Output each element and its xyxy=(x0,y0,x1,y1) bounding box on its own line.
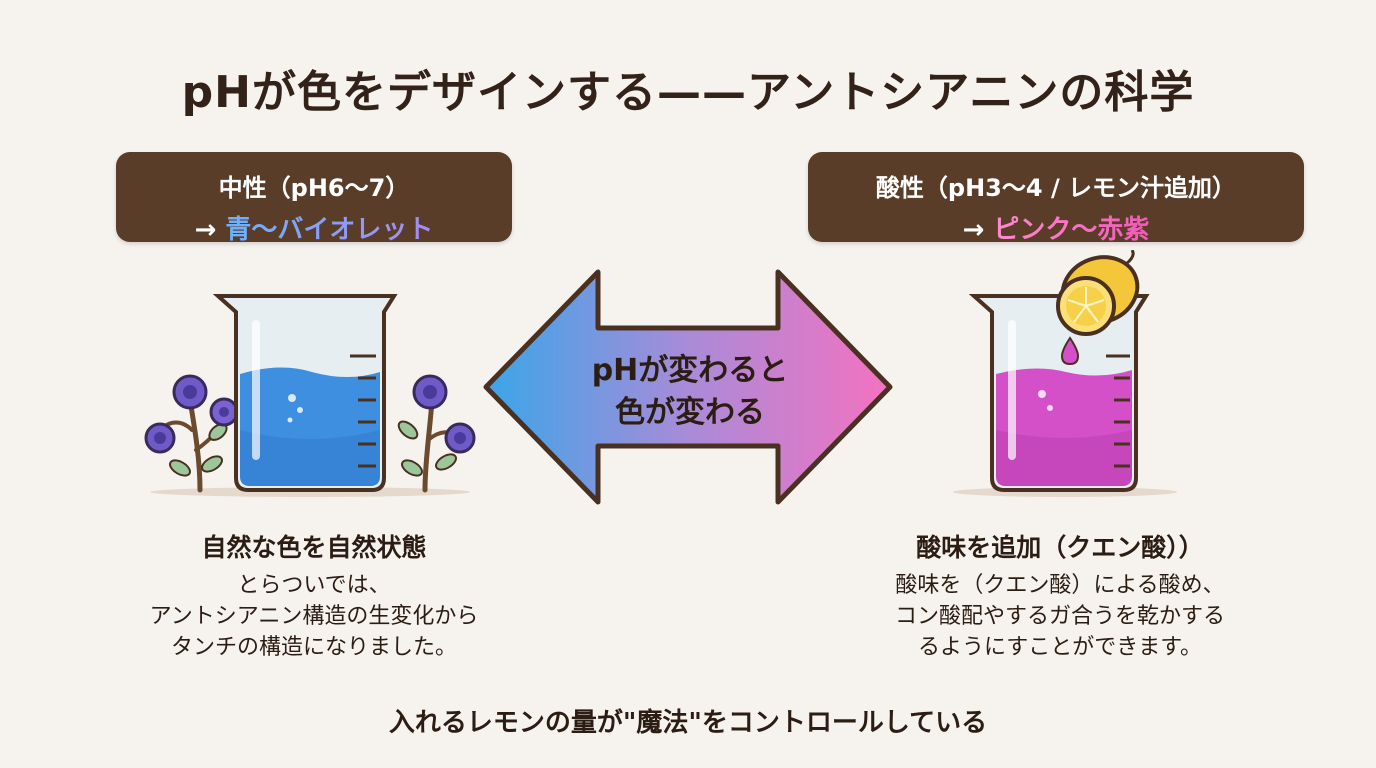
description-line: 酸味を（クエン酸）による酸め、 xyxy=(895,573,1225,598)
page-title: pHが色をデザインする——アントシアニンの科学 xyxy=(181,67,1195,118)
acidic-description-body: 酸味を（クエン酸）による酸め、 コン酸配やするガ合うを乾かする るようにすことが… xyxy=(830,570,1290,663)
description-line: タンチの構造になりました。 xyxy=(170,635,457,660)
footer-caption: 入れるレモンの量が"魔法"をコントロールしている xyxy=(388,708,988,738)
arrow-caption: pHが変わると 色が変わる xyxy=(540,350,840,434)
neutral-label-ph: 中性（pH6〜7） xyxy=(218,174,410,202)
acidic-color-name: ピンク〜赤紫 xyxy=(993,215,1150,245)
ph-change-arrow-icon xyxy=(483,269,893,505)
lemon-icon xyxy=(1056,250,1140,336)
beaker-icon xyxy=(212,294,398,492)
drop-icon xyxy=(1060,336,1080,366)
acidic-description: 酸味を追加（クエン酸）） 酸味を（クエン酸）による酸め、 コン酸配やするガ合うを… xyxy=(830,528,1290,663)
description-line: るようにすことができます。 xyxy=(917,635,1203,660)
acidic-beaker-illustration xyxy=(953,250,1177,497)
arrow-prefix: → xyxy=(194,215,226,245)
neutral-color-name: 青〜バイオレット xyxy=(225,215,434,245)
arrow-caption-line1: pHが変わると xyxy=(591,353,789,388)
acidic-label-color-line: → ピンク〜赤紫 xyxy=(808,209,1304,246)
description-line: とらついでは、 xyxy=(237,573,391,598)
neutral-description-body: とらついでは、 アントシアニン構造の生変化から タンチの構造になりました。 xyxy=(84,570,544,663)
description-line: コン酸配やするガ合うを乾かする xyxy=(894,604,1225,629)
arrow-caption-line2: 色が変わる xyxy=(615,395,765,430)
neutral-description-heading: 自然な色を自然状態 xyxy=(201,533,427,562)
neutral-description: 自然な色を自然状態 とらついでは、 アントシアニン構造の生変化から タンチの構造… xyxy=(84,528,544,663)
arrow-prefix: → xyxy=(962,215,994,245)
flower-icon xyxy=(397,374,476,493)
neutral-beaker-illustration xyxy=(144,294,476,497)
neutral-label-color-line: → 青〜バイオレット xyxy=(116,209,512,246)
description-line: アントシアニン構造の生変化から xyxy=(149,604,479,629)
acidic-description-heading: 酸味を追加（クエン酸）） xyxy=(916,533,1204,562)
neutral-label-box: 中性（pH6〜7） → 青〜バイオレット xyxy=(116,152,512,245)
beaker-icon xyxy=(968,294,1150,492)
acidic-label-box: 酸性（pH3〜4 / レモン汁追加） → ピンク〜赤紫 xyxy=(808,152,1304,245)
acidic-label-ph: 酸性（pH3〜4 / レモン汁追加） xyxy=(875,174,1237,202)
flower-icon xyxy=(144,374,239,493)
